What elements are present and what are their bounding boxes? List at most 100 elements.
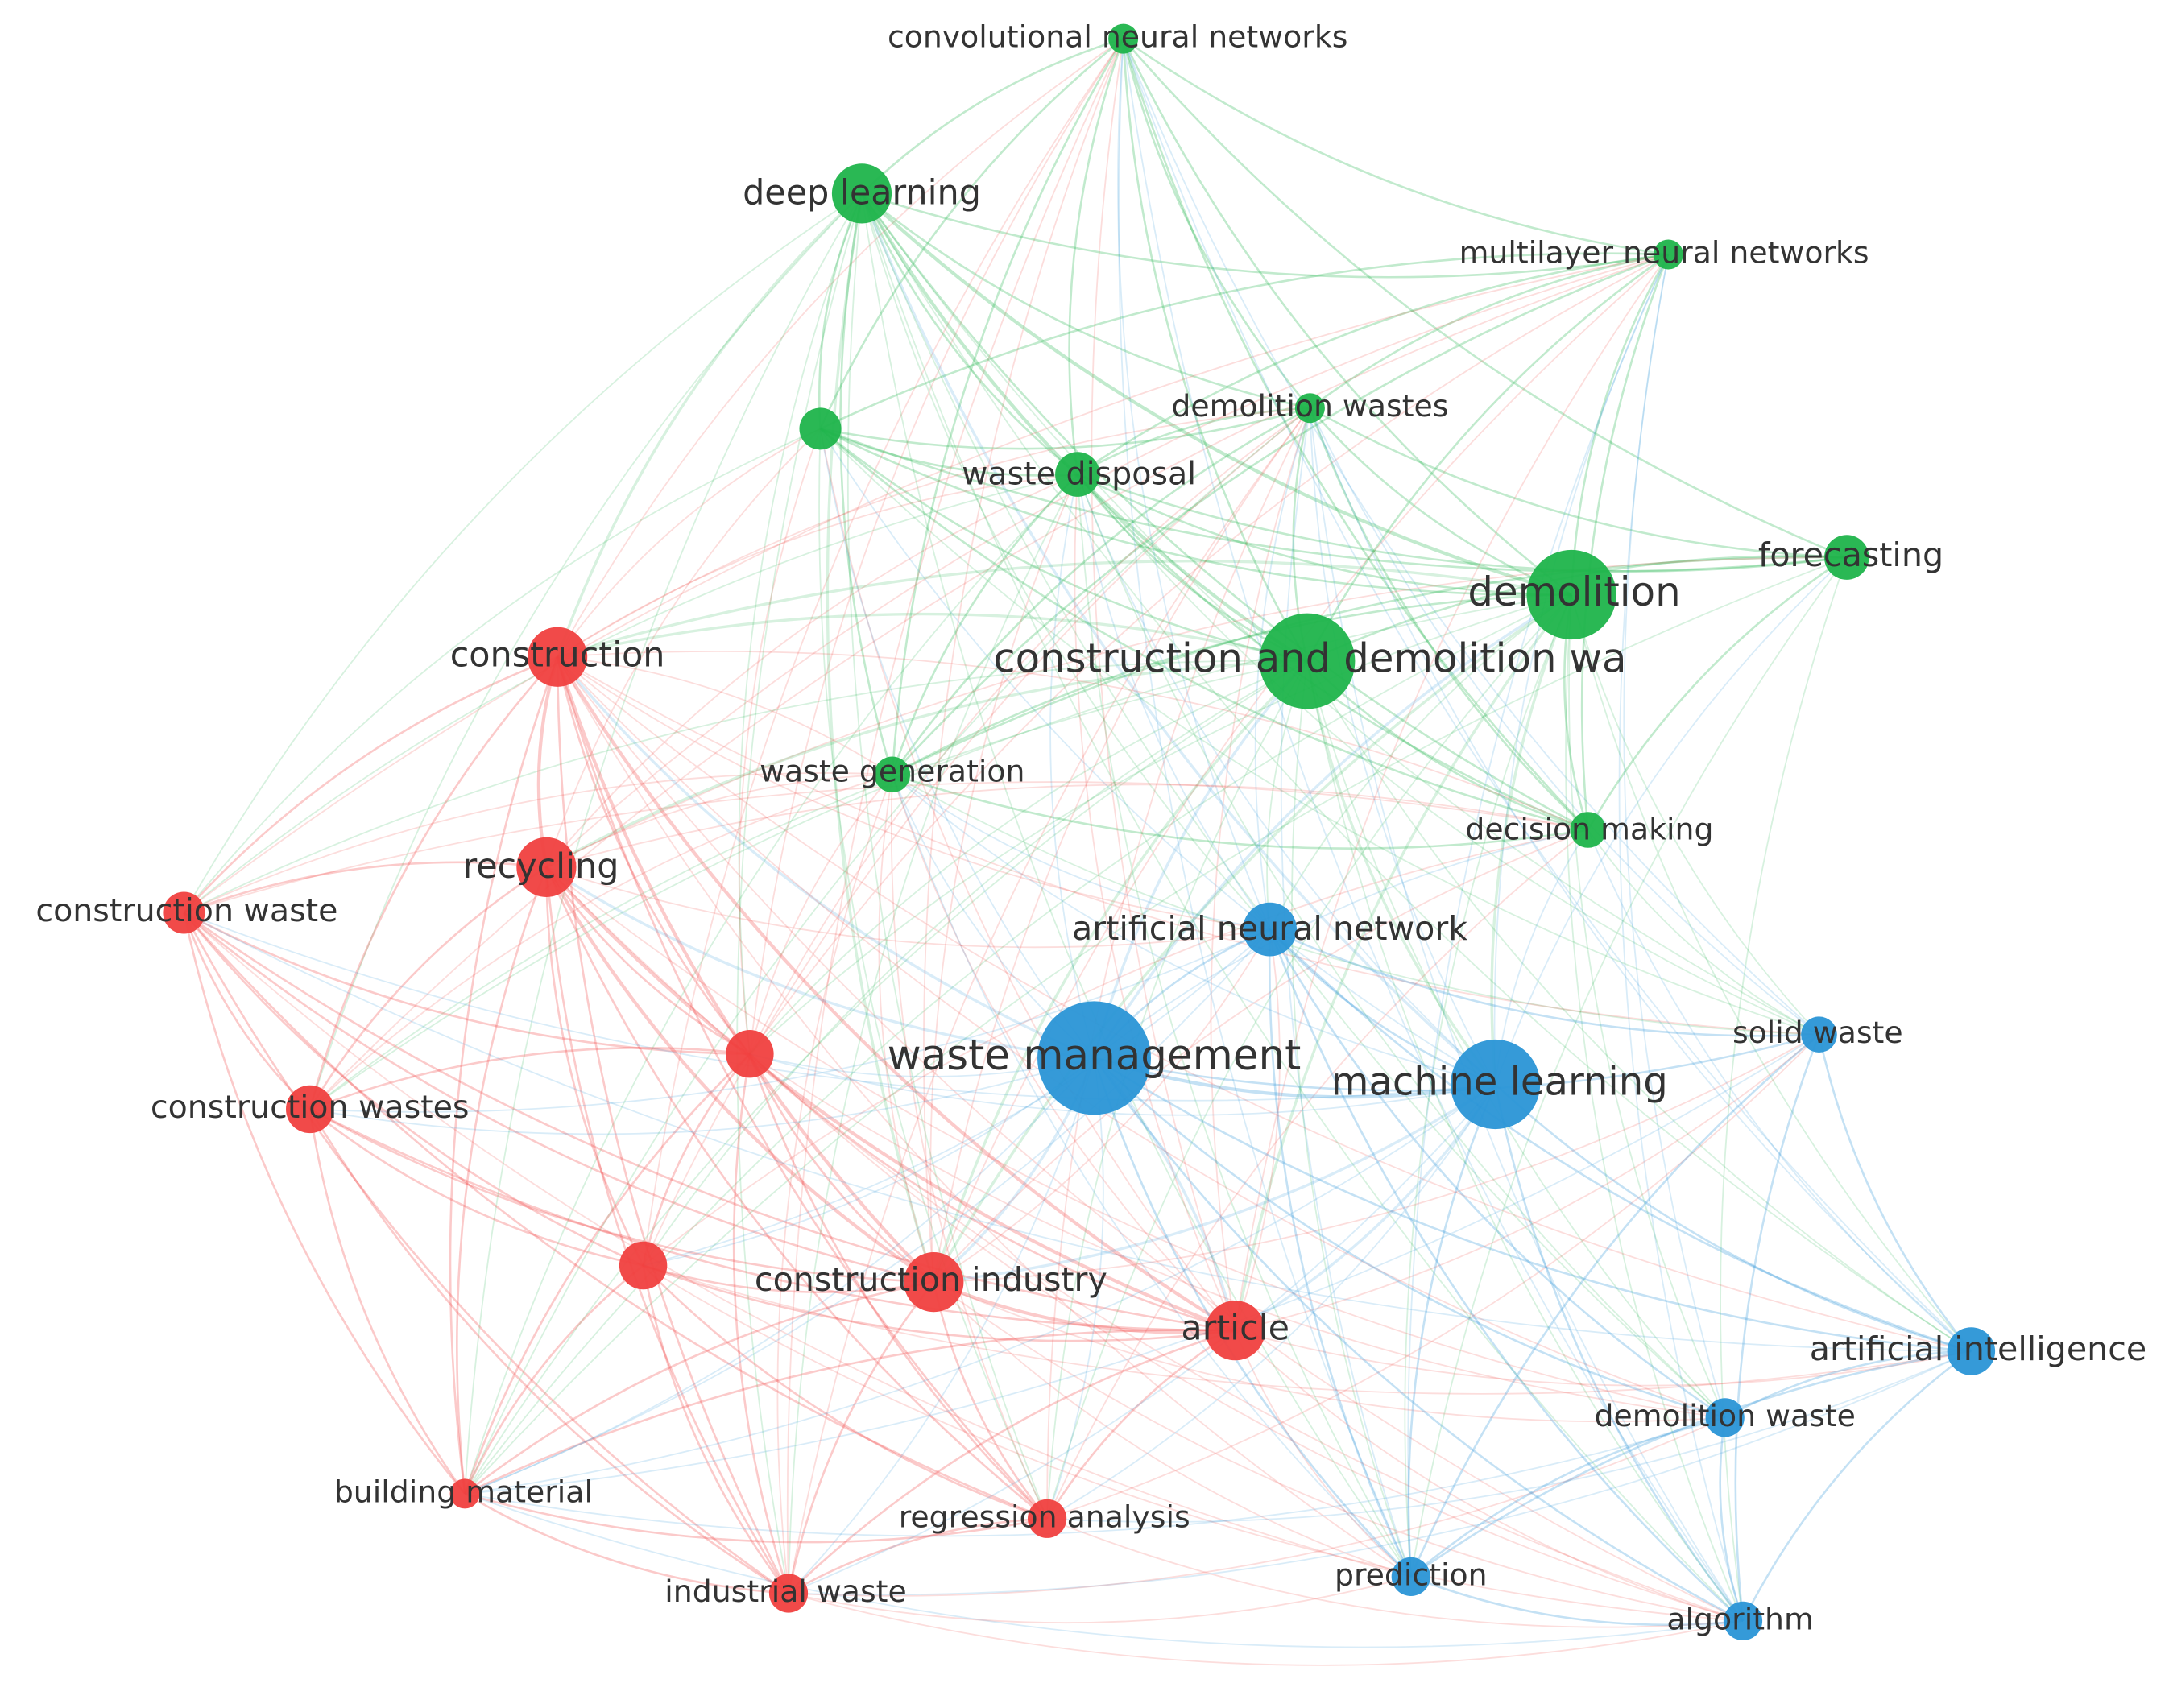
network-link [183, 192, 863, 913]
network-link [643, 1264, 1744, 1622]
network-link [1046, 829, 1589, 1520]
network-link [891, 253, 1669, 775]
node-red-unlabeled-1[interactable] [726, 1030, 774, 1078]
node-artificial-intelligence[interactable] [1947, 1327, 1996, 1375]
network-link [557, 407, 1310, 658]
network-link [1122, 38, 1972, 1352]
network-link [1074, 474, 1236, 1331]
node-article[interactable] [1205, 1301, 1265, 1361]
network-link [1047, 1350, 1972, 1523]
network-link [545, 866, 644, 1267]
network-link [464, 192, 863, 1494]
node-waste-disposal[interactable] [1055, 452, 1100, 497]
network-link [1046, 1034, 1820, 1520]
network-link [464, 593, 1572, 1495]
network-link [819, 428, 1572, 597]
network-link [1306, 253, 1670, 662]
node-demolition-wastes[interactable] [1294, 393, 1325, 424]
node-building-material[interactable] [449, 1478, 480, 1509]
node-green-unlabeled[interactable] [799, 407, 842, 450]
node-regression-analysis[interactable] [1028, 1499, 1067, 1538]
network-link [1404, 594, 1572, 1577]
network-link [309, 1108, 1236, 1332]
network-link [1093, 1057, 1726, 1419]
node-cnn[interactable] [1108, 23, 1139, 54]
network-link [642, 407, 1310, 1266]
network-link [738, 428, 822, 1054]
node-solid-waste[interactable] [1801, 1016, 1837, 1053]
node-construction-wastes[interactable] [286, 1085, 334, 1134]
network-link [929, 474, 1078, 1283]
network-link [1210, 407, 1311, 1331]
network-link [183, 912, 934, 1284]
network-link [557, 656, 1412, 1578]
node-demolition[interactable] [1526, 549, 1616, 640]
node-mlnn[interactable] [1653, 239, 1683, 270]
node-prediction[interactable] [1391, 1557, 1430, 1596]
node-label-regression-analysis: regression analysis [899, 1499, 1190, 1534]
network-link [933, 254, 1669, 1283]
node-label-waste-generation: waste generation [760, 754, 1024, 789]
network-link [933, 928, 1271, 1283]
network-link [463, 1264, 644, 1495]
network-link [933, 1281, 1725, 1423]
network-link [820, 428, 1847, 573]
network-link [1235, 1330, 1744, 1622]
node-ann[interactable] [1243, 902, 1297, 957]
node-algorithm[interactable] [1723, 1601, 1763, 1640]
node-label-demolition-waste: demolition waste [1594, 1398, 1855, 1433]
node-red-unlabeled-2[interactable] [619, 1241, 668, 1290]
network-link [933, 407, 1311, 1283]
network-link [860, 192, 1078, 476]
network-link [557, 655, 893, 775]
network-link [557, 656, 1744, 1622]
node-machine-learning[interactable] [1451, 1039, 1541, 1130]
network-link [860, 192, 1309, 663]
node-forecasting[interactable] [1824, 535, 1869, 580]
network-link [749, 407, 1310, 1055]
node-construction[interactable] [528, 627, 588, 687]
node-label-waste-disposal: waste disposal [962, 455, 1196, 492]
network-link [748, 1053, 935, 1284]
network-link [861, 193, 1726, 1419]
network-link [1117, 39, 1271, 930]
node-label-construction: construction [450, 635, 665, 675]
node-waste-generation[interactable] [874, 756, 911, 793]
network-link [556, 656, 1049, 1520]
network-link [1234, 593, 1573, 1331]
node-waste-management[interactable] [1037, 1001, 1151, 1115]
network-link [1122, 38, 1820, 1036]
network-link [1077, 474, 1412, 1578]
network-link [545, 773, 892, 868]
network-link [749, 1053, 1744, 1622]
node-deep-learning[interactable] [831, 163, 892, 224]
network-link [1234, 254, 1670, 1331]
network-link [556, 656, 935, 1284]
node-cdw[interactable] [1259, 613, 1356, 709]
node-industrial-waste[interactable] [768, 1574, 809, 1613]
node-construction-industry[interactable] [904, 1252, 964, 1313]
network-link [1407, 1083, 1496, 1577]
network-link [738, 193, 863, 1054]
network-link [749, 1053, 1725, 1419]
network-link [1049, 474, 1095, 1059]
network-link [860, 192, 1496, 1086]
network-link [748, 1053, 1049, 1520]
network-link [1568, 594, 1726, 1418]
network-link [732, 1053, 790, 1594]
node-demolition-waste[interactable] [1705, 1398, 1745, 1437]
node-decision-making[interactable] [1570, 812, 1606, 848]
network-link [1268, 929, 1412, 1578]
network-link [819, 428, 1819, 1036]
node-construction-waste[interactable] [163, 891, 205, 934]
network-link [861, 193, 1412, 1578]
network-link [826, 193, 935, 1283]
network-link [1077, 473, 1572, 596]
node-label-mlnn: multilayer neural networks [1459, 235, 1869, 271]
node-recycling[interactable] [516, 837, 577, 897]
network-link [642, 1053, 751, 1266]
network-link [1719, 1417, 1745, 1622]
network-link [1122, 38, 1311, 409]
network-link [183, 861, 547, 914]
